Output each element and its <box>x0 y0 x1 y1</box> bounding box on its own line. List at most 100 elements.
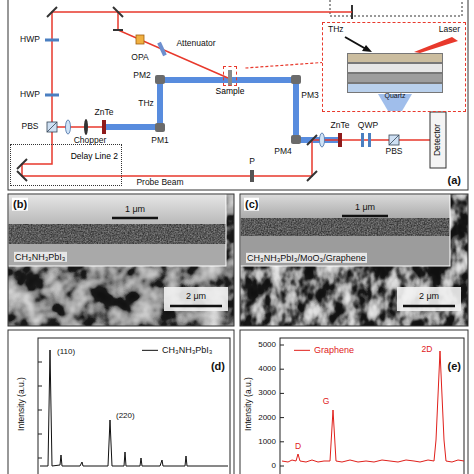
sem-image <box>397 287 461 311</box>
mirror <box>307 171 317 181</box>
beam-splitter-cube <box>389 135 399 145</box>
tick-label: 1000 <box>257 437 277 446</box>
mirror <box>307 135 317 145</box>
panel-letter: (a) <box>447 174 462 187</box>
tick-label: 0 <box>271 461 277 470</box>
laser-beam <box>52 12 352 122</box>
mirror <box>113 29 123 31</box>
beam-splitter-cube <box>47 122 57 132</box>
legend-line <box>294 350 310 351</box>
xrd-curve <box>40 350 228 466</box>
mirror <box>17 159 27 169</box>
sample-slab <box>228 70 232 86</box>
parabolic-mirror <box>291 75 301 84</box>
scale-bar <box>403 305 455 308</box>
opa-crystal <box>136 35 144 44</box>
scale-bar <box>112 218 222 306</box>
chart-frame <box>280 345 284 466</box>
scale-bar <box>112 217 158 220</box>
polarizer <box>250 170 254 182</box>
lens <box>66 120 71 134</box>
peak-label: D <box>294 442 302 452</box>
legend-entry: CH₃NH₃PbI₃ <box>142 345 213 355</box>
beam-splitter-cube <box>47 122 399 145</box>
zoom-connector <box>245 63 322 69</box>
tick-label: 2000 <box>257 413 277 422</box>
thz-arrow <box>345 37 372 52</box>
mirror <box>17 7 317 181</box>
tick-label: 4000 <box>257 365 277 374</box>
sem-image <box>8 194 234 326</box>
attenuator <box>157 42 167 56</box>
peak-label: 2D <box>421 345 434 355</box>
component-label: PM3 <box>300 91 319 101</box>
chart-frame <box>280 338 464 474</box>
chart-frame <box>8 330 234 474</box>
panel-letter: (d) <box>210 360 226 373</box>
raman-curve <box>282 351 464 462</box>
scale-label: 2 μm <box>185 291 207 301</box>
delay-line-box <box>330 0 462 19</box>
lens <box>320 133 325 147</box>
component-label: PM1 <box>150 136 169 146</box>
scale-label: 1 μm <box>354 202 376 212</box>
panel-frame <box>8 0 468 190</box>
sample-label: CH₃NH₃PbI₃ <box>14 252 67 262</box>
quarter-wave-plate <box>361 133 371 147</box>
sem-image <box>8 224 226 244</box>
scale-label: 2 μm <box>418 291 440 301</box>
labelled-box: Sample <box>215 66 246 97</box>
parabolic-mirror <box>155 123 165 132</box>
sem-image <box>8 194 234 326</box>
axis-title: Intensity (a.u.) <box>17 376 27 432</box>
component-label: HWP <box>19 35 41 45</box>
labelled-box: Delay Line 2 <box>10 144 122 186</box>
inset-label: THz <box>328 25 344 35</box>
panel-letter: (b) <box>12 198 28 211</box>
panel-letter: (c) <box>244 198 259 211</box>
axis-title: Intensity (a.u.) <box>244 376 254 432</box>
half-wave-plate <box>45 39 59 42</box>
sem-image <box>240 194 450 218</box>
component-label: ZnTe <box>330 121 351 131</box>
xrd-curve <box>40 350 228 466</box>
chart-frame <box>240 330 468 474</box>
component-label: QWP <box>357 121 379 131</box>
thz-arrow <box>362 45 372 52</box>
legend-text: CH₃NH₃PbI₃ <box>162 345 213 355</box>
sem-image <box>8 194 226 266</box>
peak-label: (220) <box>115 411 136 420</box>
thz-beam <box>106 80 338 140</box>
chart-frame <box>38 362 42 458</box>
beam-label: THz <box>137 99 155 109</box>
sample-label: CH₃NH₃PbI₃/MoO₃/Graphene <box>246 253 367 263</box>
sem-image <box>240 194 468 326</box>
raman-curve <box>282 351 464 462</box>
panel-letter: (e) <box>447 360 462 373</box>
legend-text: Graphene <box>314 345 354 355</box>
component-label: PBS <box>20 122 39 132</box>
laser-beam <box>22 132 430 176</box>
znte-crystal <box>338 133 342 147</box>
laser-beam <box>118 12 228 78</box>
sem-image <box>240 194 450 266</box>
zoom-marker <box>223 66 237 86</box>
half-wave-plate <box>45 39 59 97</box>
polarizer <box>250 170 254 182</box>
legend-entry: Graphene <box>294 345 354 355</box>
znte-crystal <box>102 120 342 147</box>
thz-arrow <box>345 37 366 49</box>
chart-frame <box>8 330 234 474</box>
quarter-wave-plate <box>368 133 371 147</box>
sem-image <box>240 236 450 266</box>
opa-crystal <box>136 35 144 44</box>
scale-bar <box>342 215 388 218</box>
detector-box <box>430 112 446 168</box>
laser-beam <box>22 12 430 176</box>
quarter-wave-plate <box>361 133 364 147</box>
detector-box <box>430 112 446 168</box>
thz-beam <box>106 80 338 140</box>
half-wave-plate <box>45 94 59 97</box>
beam-splitter-cube <box>47 122 57 132</box>
